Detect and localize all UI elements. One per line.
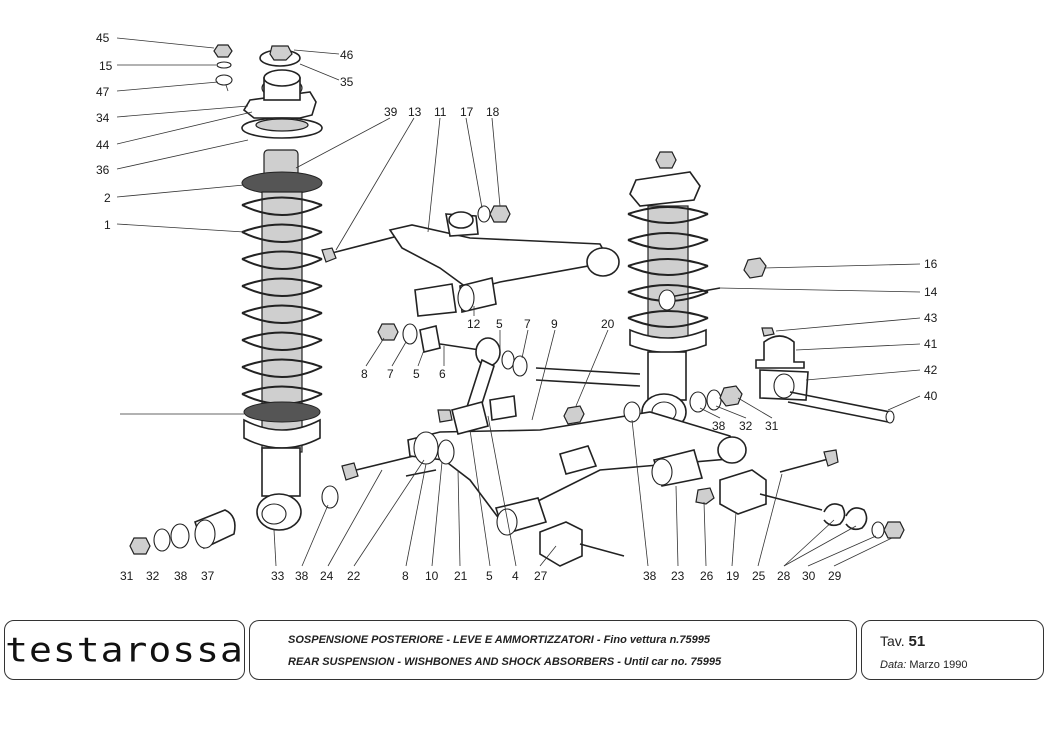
- callout-16: 16: [924, 257, 938, 271]
- callout-7-upper: 7: [524, 317, 531, 331]
- callout-10: 10: [425, 569, 439, 583]
- callout-23: 23: [671, 569, 685, 583]
- date-label: Data:: [880, 659, 907, 671]
- callout-33: 33: [271, 569, 285, 583]
- callout-46: 46: [340, 48, 354, 62]
- callout-numbers: 45 15 47 34 44 36 2 1 46 35 39 13 11 17 …: [96, 31, 938, 583]
- leader-lines: [116, 37, 921, 567]
- callout-17: 17: [460, 105, 474, 119]
- callout-18: 18: [486, 105, 500, 119]
- callout-28: 28: [777, 569, 791, 583]
- callout-36: 36: [96, 163, 110, 177]
- callout-7-mid: 7: [387, 367, 394, 381]
- callout-5-bottom: 5: [486, 569, 493, 583]
- upper-wishbone: [321, 205, 620, 317]
- plate-value: 51: [908, 633, 926, 650]
- left-shock-absorber: [213, 44, 323, 531]
- callout-24: 24: [320, 569, 334, 583]
- callout-5-upper: 5: [496, 317, 503, 331]
- plate-date: Data: Marzo 1990: [880, 659, 1043, 671]
- callout-31-right: 31: [765, 419, 779, 433]
- callout-5-mid: 5: [413, 367, 420, 381]
- callout-29: 29: [828, 569, 842, 583]
- callout-30: 30: [802, 569, 816, 583]
- callout-19: 19: [726, 569, 740, 583]
- callout-27: 27: [534, 569, 548, 583]
- callout-11: 11: [434, 105, 447, 119]
- callout-44: 44: [96, 138, 110, 152]
- exploded-parts-diagram: 45 15 47 34 44 36 2 1 46 35 39 13 11 17 …: [96, 31, 938, 583]
- date-value: Marzo 1990: [909, 659, 968, 671]
- adjuster-bracket-parts: [539, 449, 905, 567]
- callout-32-bottom: 32: [146, 569, 160, 583]
- callout-38-bottom-b: 38: [295, 569, 309, 583]
- link-rod-parts: [377, 323, 585, 435]
- lower-wishbone: [341, 401, 747, 536]
- callout-8-mid: 8: [361, 367, 368, 381]
- callout-37: 37: [201, 569, 215, 583]
- callout-38-right: 38: [712, 419, 726, 433]
- callout-22: 22: [347, 569, 361, 583]
- title-panel: SOSPENSIONE POSTERIORE - LEVE E AMMORTIZ…: [249, 620, 857, 680]
- stabilizer-bar-parts: [535, 257, 895, 424]
- callout-35: 35: [340, 75, 354, 89]
- callout-26: 26: [700, 569, 714, 583]
- callout-39: 39: [384, 105, 398, 119]
- left-bushing-parts: [129, 485, 339, 555]
- callout-2: 2: [104, 191, 111, 205]
- title-english: REAR SUSPENSION - WISHBONES AND SHOCK AB…: [288, 656, 722, 668]
- callout-8-bottom: 8: [402, 569, 409, 583]
- callout-13: 13: [408, 105, 422, 119]
- title-italian: SOSPENSIONE POSTERIORE - LEVE E AMMORTIZ…: [288, 634, 710, 646]
- callout-6: 6: [439, 367, 446, 381]
- callout-1: 1: [104, 218, 111, 232]
- callout-42: 42: [924, 363, 938, 377]
- callout-31-bottom: 31: [120, 569, 134, 583]
- callout-32-right: 32: [739, 419, 753, 433]
- callout-25: 25: [752, 569, 766, 583]
- plate-info-panel: Tav. 51 Data: Marzo 1990: [861, 620, 1044, 680]
- plate-number: Tav. 51: [880, 633, 1043, 650]
- callout-21: 21: [454, 569, 468, 583]
- callout-43: 43: [924, 311, 938, 325]
- plate-label: Tav.: [880, 633, 905, 649]
- callout-20: 20: [601, 317, 615, 331]
- callout-41: 41: [924, 337, 938, 351]
- callout-12: 12: [467, 317, 481, 331]
- callout-38-bottom-a: 38: [174, 569, 188, 583]
- callout-40: 40: [924, 389, 938, 403]
- callout-38-bottom-c: 38: [643, 569, 657, 583]
- logo-panel: testarossa: [4, 620, 245, 680]
- callout-4: 4: [512, 569, 519, 583]
- testarossa-logo: testarossa: [5, 630, 244, 670]
- callout-9: 9: [551, 317, 558, 331]
- callout-15: 15: [99, 59, 113, 73]
- right-shock-absorber: [627, 151, 721, 431]
- callout-34: 34: [96, 111, 110, 125]
- callout-45: 45: [96, 31, 110, 45]
- callout-14: 14: [924, 285, 938, 299]
- callout-47: 47: [96, 85, 110, 99]
